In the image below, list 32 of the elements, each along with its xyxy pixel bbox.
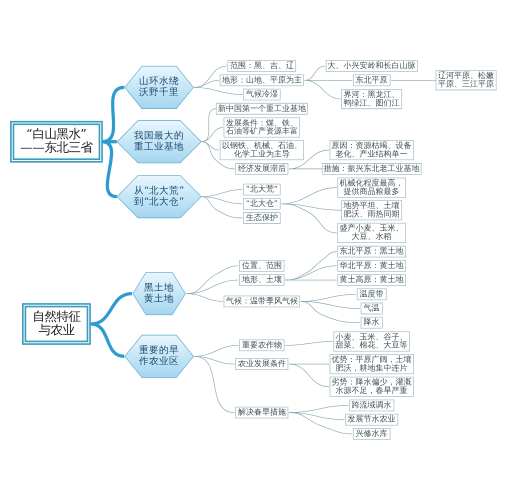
connector [304,66,326,81]
connector [186,266,239,294]
connector [288,168,323,170]
connector [201,196,243,218]
connector [300,301,360,309]
connector [201,127,224,142]
connector [304,80,342,100]
connector [194,87,243,95]
connector [186,280,239,294]
connector [201,141,235,170]
connector [284,341,334,346]
connector [288,405,349,413]
node-box: 自然特征与农业 [22,303,91,345]
connector [390,80,436,81]
connector [102,140,118,198]
connector [201,196,243,204]
connector [288,364,330,388]
node-box: “白山黑水”——东北三省 [10,120,103,163]
connector [288,412,353,434]
connector [284,266,338,280]
connector [102,86,125,144]
connector [186,293,224,302]
connector [284,251,338,280]
connector [300,301,360,324]
connector [288,150,330,170]
connector [280,203,338,234]
connector [201,189,243,197]
connector [194,356,235,413]
connector [201,108,217,142]
connector [201,141,220,150]
connector [90,292,132,326]
connector [90,322,124,358]
